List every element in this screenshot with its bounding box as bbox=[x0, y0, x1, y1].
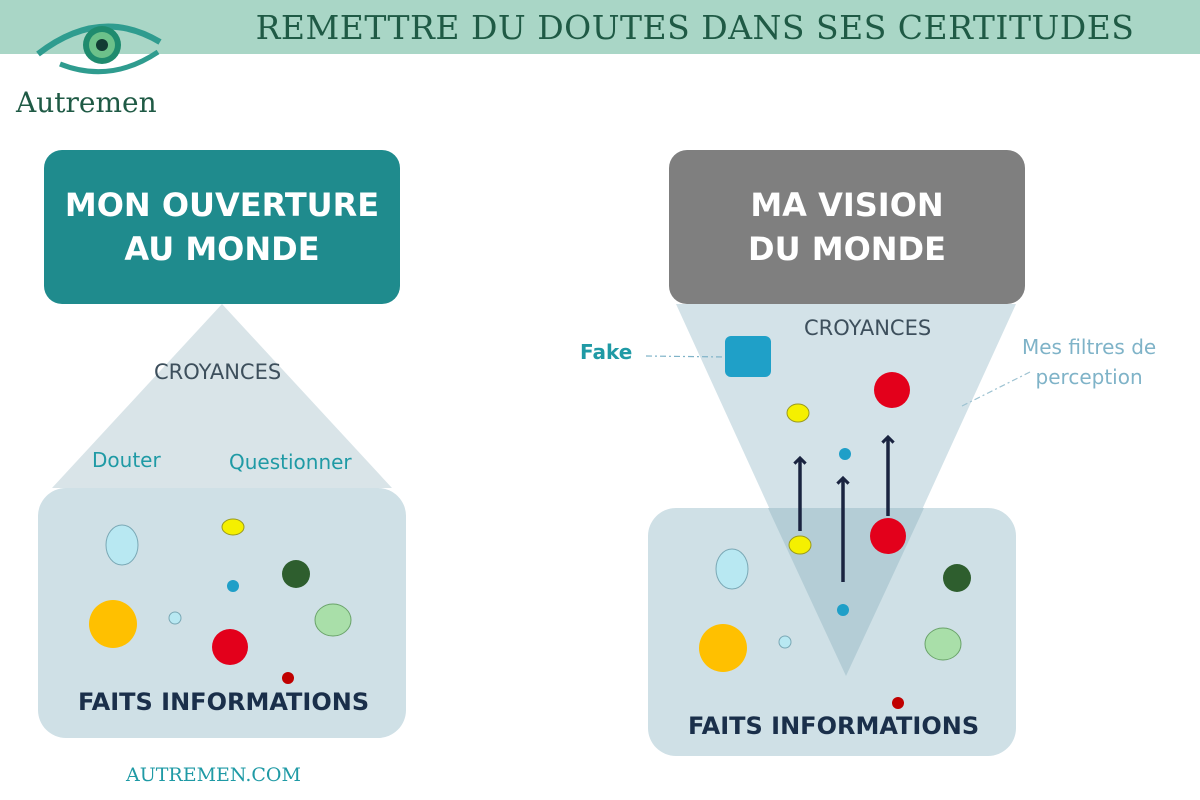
opening-box-line1: MON OUVERTURE bbox=[64, 186, 380, 224]
douter-label: Douter bbox=[92, 448, 161, 472]
questionner-label: Questionner bbox=[229, 450, 352, 474]
vision-box-line1: MA VISION bbox=[750, 186, 944, 224]
croyances-label-left: CROYANCES bbox=[154, 360, 282, 384]
dot-yellow bbox=[788, 535, 812, 555]
filtres-label: Mes filtres de perception bbox=[1022, 332, 1156, 392]
dot-teal bbox=[837, 604, 849, 616]
vision-box-line2: DU MONDE bbox=[748, 230, 946, 268]
right-filter-triangle bbox=[676, 304, 1016, 676]
belief-dot-yellow bbox=[786, 403, 810, 423]
dot-lightblue bbox=[105, 524, 139, 566]
dot-lightgreen bbox=[924, 627, 962, 661]
left-opening-triangle bbox=[52, 304, 392, 488]
vision-box: MA VISION DU MONDE bbox=[669, 150, 1025, 304]
dot-lightgreen bbox=[314, 603, 352, 637]
dot-orange bbox=[89, 600, 137, 648]
dot-red bbox=[212, 629, 248, 665]
dot-red bbox=[870, 518, 906, 554]
dot-teal bbox=[227, 580, 239, 592]
dot-darkgreen bbox=[282, 560, 310, 588]
header-band bbox=[0, 0, 1200, 54]
fake-label: Fake bbox=[580, 340, 633, 364]
dot-darkred bbox=[282, 672, 294, 684]
opening-box: MON OUVERTURE AU MONDE bbox=[44, 150, 400, 304]
dot-lightblue-small bbox=[168, 611, 182, 625]
dot-darkgreen bbox=[943, 564, 971, 592]
belief-dot-red bbox=[874, 372, 910, 408]
dot-lightblue-small bbox=[778, 635, 792, 649]
eye-logo-icon bbox=[36, 23, 162, 75]
dot-darkred bbox=[892, 697, 904, 709]
dot-orange bbox=[699, 624, 747, 672]
footer-link[interactable]: AUTREMEN.COM bbox=[126, 764, 301, 786]
dot-yellow bbox=[221, 518, 245, 536]
facts-label-right: FAITS INFORMATIONS bbox=[688, 712, 980, 740]
facts-label-left: FAITS INFORMATIONS bbox=[78, 688, 370, 716]
fake-connector bbox=[645, 355, 726, 358]
belief-dot-teal bbox=[839, 448, 851, 460]
page-title: REMETTRE DU DOUTES DANS SES CERTITUDES bbox=[255, 8, 1135, 47]
filtres-label-line1: Mes filtres de bbox=[1022, 335, 1157, 359]
croyances-label-right: CROYANCES bbox=[804, 316, 932, 340]
fake-square bbox=[725, 336, 771, 377]
filtres-label-line2: perception bbox=[1035, 365, 1143, 389]
logo-text: Autremen bbox=[16, 86, 157, 119]
dot-lightblue bbox=[715, 548, 749, 590]
opening-box-line2: AU MONDE bbox=[124, 230, 320, 268]
filtres-connector bbox=[961, 371, 1031, 407]
